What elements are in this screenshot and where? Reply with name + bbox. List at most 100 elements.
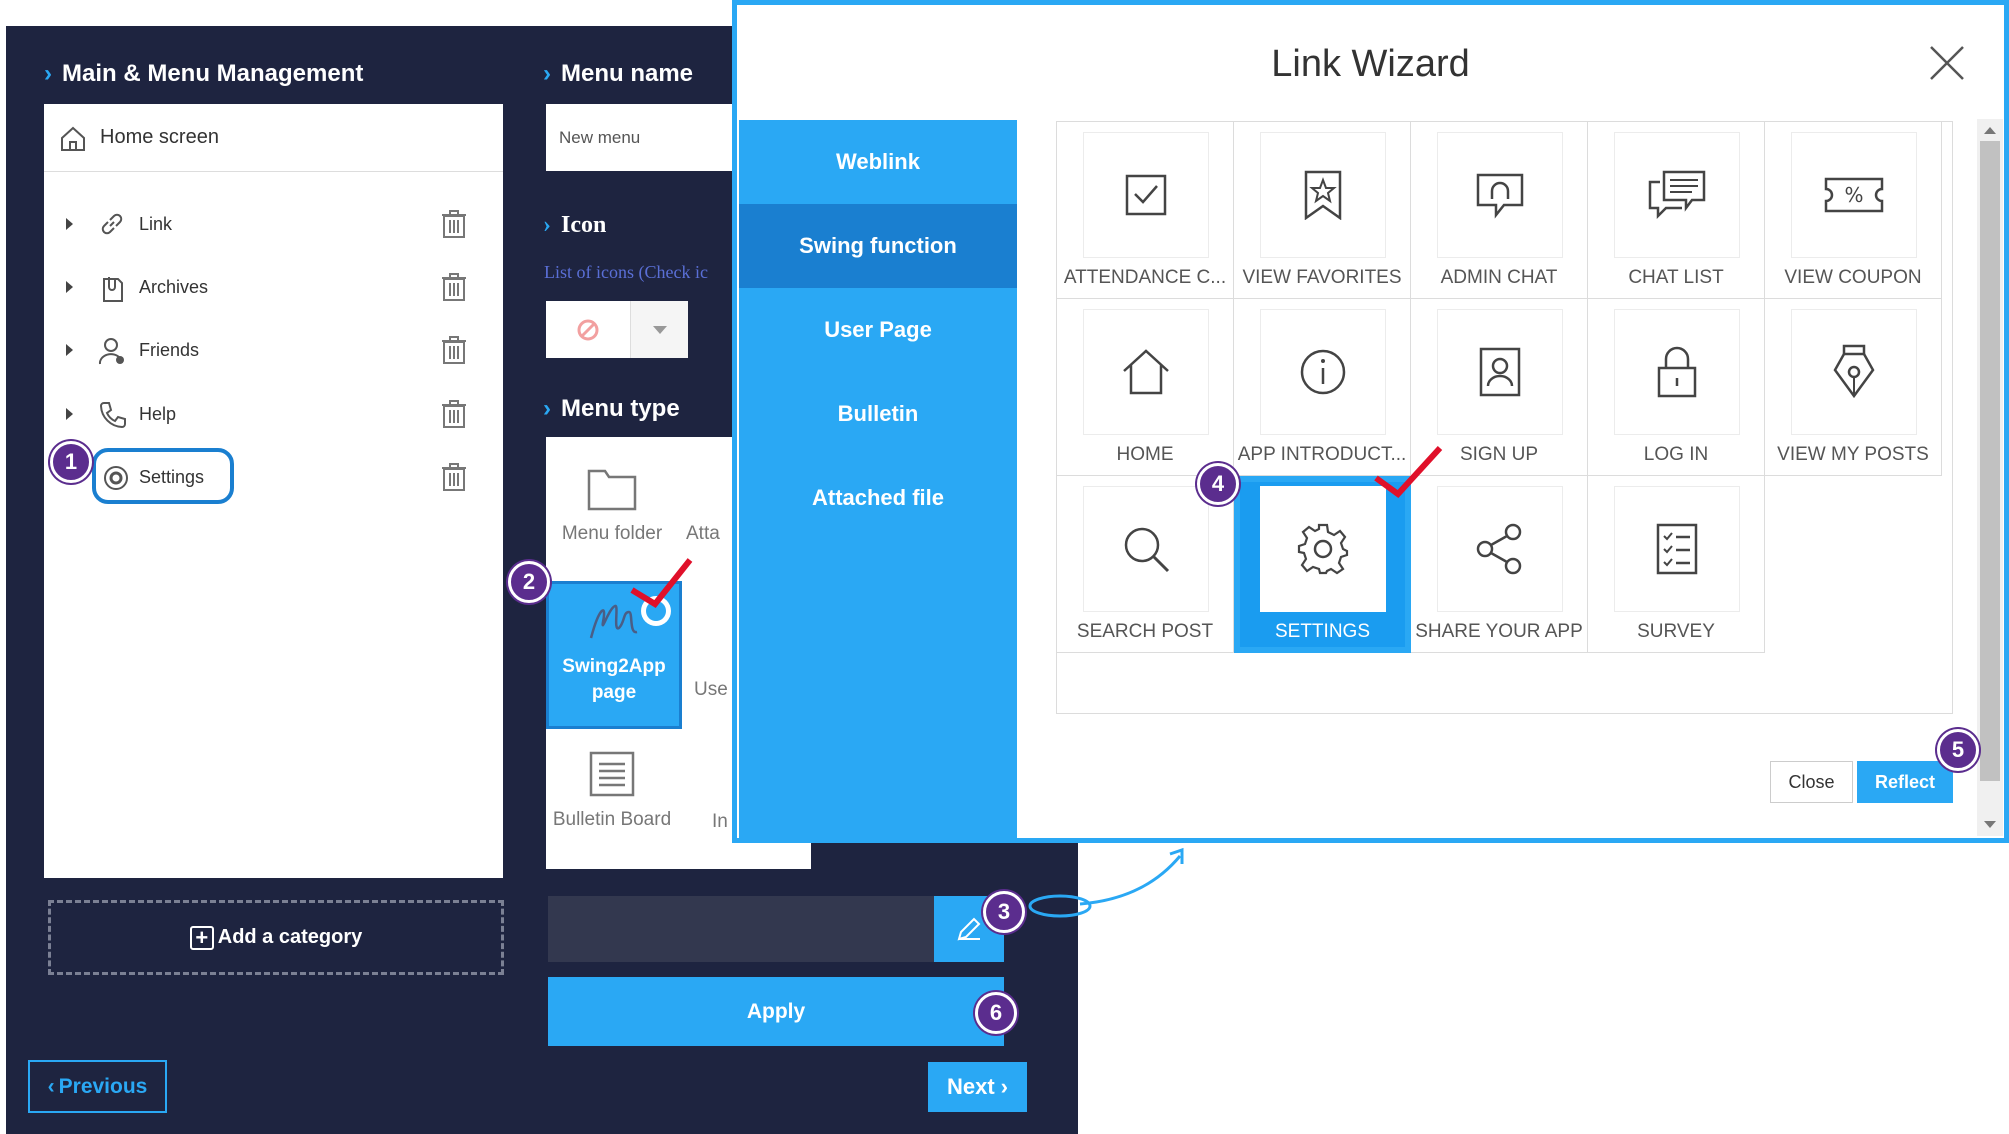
trash-icon[interactable] [440,335,468,365]
icon-title: ›Icon [543,212,607,238]
menu-type-label: Use [694,679,728,700]
arrow-head-icon [1169,847,1184,864]
icon-box [1437,309,1563,435]
home-screen-row[interactable]: Home screen [44,104,503,172]
function-chat-list[interactable]: CHAT LIST [1588,122,1765,299]
icon-box [1791,309,1917,435]
icon-select[interactable] [546,301,688,358]
expand-arrow-icon[interactable] [66,281,73,293]
menu-item-settings[interactable]: Settings [44,448,503,506]
pencil-icon [957,917,981,941]
step-badge-2: 2 [508,561,550,603]
function-view-my-posts[interactable]: VIEW MY POSTS [1765,299,1942,476]
next-button[interactable]: Next› [928,1062,1027,1112]
plus-icon: + [189,925,214,950]
menu-item-link[interactable]: Link [44,204,503,244]
step-badge-1: 1 [50,441,92,483]
expand-arrow-icon[interactable] [66,344,73,356]
close-button[interactable]: Close [1770,761,1853,803]
menu-type-image[interactable]: In [686,731,811,869]
tab-weblink[interactable]: Weblink [739,120,1017,204]
trash-icon[interactable] [440,272,468,302]
search-icon [1124,527,1170,573]
add-category-button[interactable]: + Add a category [48,900,504,975]
checkbox-icon [1125,174,1167,216]
tab-user-page[interactable]: User Page [739,288,1017,372]
gear-icon [1297,523,1349,575]
function-settings[interactable]: SETTINGS [1234,476,1411,653]
icon-box [1083,309,1209,435]
function-survey[interactable]: SURVEY [1588,476,1765,653]
icon-box: % [1791,132,1917,258]
apply-label: Apply [746,999,806,1023]
checkmark-icon [630,558,693,608]
function-log-in[interactable]: LOG IN [1588,299,1765,476]
scrollbar-thumb[interactable] [1980,141,2000,781]
function-attendance-check[interactable]: ATTENDANCE C... [1057,122,1234,299]
link-field[interactable] [548,896,934,962]
function-share-your-app[interactable]: SHARE YOUR APP [1411,476,1588,653]
function-home[interactable]: HOME [1057,299,1234,476]
function-admin-chat[interactable]: ADMIN CHAT [1411,122,1588,299]
function-grid: ATTENDANCE C... VIEW FAVORITES ADMIN CHA… [1056,121,1953,714]
menu-name-title: ›Menu name [543,60,694,87]
function-label: ATTENDANCE C... [1063,267,1227,288]
wizard-tab-list: Weblink Swing function User Page Bulleti… [739,120,1017,843]
scroll-down-icon[interactable] [1984,821,1996,828]
menu-type-label: In [712,811,728,832]
function-label: VIEW FAVORITES [1242,267,1402,288]
trash-icon[interactable] [440,462,468,492]
main-menu-management-title: ›Main & Menu Management [44,60,364,87]
app-topbar [6,0,738,26]
trash-icon[interactable] [440,399,468,429]
expand-arrow-icon[interactable] [66,408,73,420]
icon-box [1260,486,1386,612]
function-view-favorites[interactable]: VIEW FAVORITES [1234,122,1411,299]
icon-hint: List of icons (Check ic [544,262,708,282]
icon-box [1614,486,1740,612]
trash-icon[interactable] [440,209,468,239]
reflect-button[interactable]: Reflect [1857,761,1953,803]
add-category-label: Add a category [217,926,363,948]
menu-type-attach[interactable]: Atta [686,437,811,581]
share-icon [1476,523,1522,575]
friends-icon [98,338,124,365]
function-sign-up[interactable]: SIGN UP [1411,299,1588,476]
icon-box [1083,132,1209,258]
close-icon[interactable] [1927,43,1967,83]
menu-type-user[interactable]: Use [686,587,811,727]
function-search-post[interactable]: SEARCH POST [1057,476,1234,653]
menu-item-label: Friends [139,339,200,360]
function-label: APP INTRODUCT... [1237,444,1407,465]
function-view-coupon[interactable]: % VIEW COUPON [1765,122,1942,299]
scroll-up-icon[interactable] [1984,127,1996,134]
menu-item-archives[interactable]: Archives [44,267,503,307]
expand-arrow-icon[interactable] [66,218,73,230]
caret-down-icon [652,325,667,334]
gear-icon [104,466,128,490]
function-app-introduction[interactable]: APP INTRODUCT... [1234,299,1411,476]
menu-tree-panel: Home screen Link Archives Friends Help S… [44,104,503,878]
apply-button[interactable]: Apply [548,977,1004,1046]
link-icon [101,213,123,235]
menu-item-help[interactable]: Help [44,394,503,434]
tab-swing-function[interactable]: Swing function [739,204,1017,288]
menu-type-bulletin-board[interactable]: Bulletin Board [546,731,678,869]
home-icon [1123,349,1169,395]
menu-type-label: Swing2App page [562,656,666,703]
menu-name-input[interactable]: New menu [546,104,734,171]
function-label: ADMIN CHAT [1440,267,1558,288]
menu-type-menu-folder[interactable]: Menu folder [546,437,678,581]
previous-button[interactable]: ‹Previous [28,1060,167,1113]
tab-attached-file[interactable]: Attached file [739,456,1017,540]
wizard-scrollbar[interactable] [1977,119,2003,836]
svg-text:%: % [1844,183,1863,207]
tab-bulletin[interactable]: Bulletin [739,372,1017,456]
tab-label: Bulletin [837,401,919,426]
dropdown-toggle[interactable] [631,301,688,358]
menu-item-friends[interactable]: Friends [44,330,503,370]
function-label: SIGN UP [1459,444,1539,465]
survey-icon [1656,523,1698,575]
link-wizard-title: Link Wizard [1271,43,1470,85]
menu-type-label: Bulletin Board [552,809,672,830]
